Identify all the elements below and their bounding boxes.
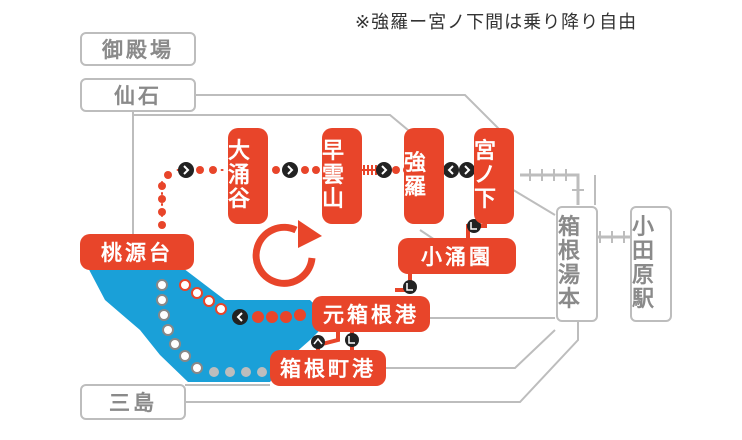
circular-arrow-icon (252, 220, 322, 287)
station-gotemba[interactable]: 御殿場 (80, 32, 196, 66)
ropeway-dots (158, 166, 411, 229)
road-yumoto-mishima (185, 318, 579, 403)
station-sengoku[interactable]: 仙石 (80, 78, 196, 112)
road-hakonemachi-yumoto (385, 329, 556, 369)
station-motohakone[interactable]: 元箱根港 (312, 296, 430, 332)
station-miyanoshita[interactable]: 宮ノ下 (474, 128, 514, 224)
direction-arrow-icon (232, 309, 248, 325)
ropeway-line (161, 169, 231, 239)
station-owakudani[interactable]: 大涌谷 (228, 128, 268, 224)
road-sengoku-gora (133, 114, 421, 141)
station-kowakien[interactable]: 小涌園 (398, 238, 516, 274)
boarding-note: ※強羅ー宮ノ下間は乗り降り自由 (355, 12, 638, 33)
lake-cruise-dots (156, 279, 306, 377)
station-hakonemachi[interactable]: 箱根町港 (270, 350, 386, 386)
gray-road-lines (132, 94, 596, 403)
station-togendai[interactable]: 桃源台 (80, 234, 194, 270)
station-mishima[interactable]: 三島 (80, 384, 186, 420)
road-sengoku-miyanoshita (195, 94, 506, 136)
railway-ties (529, 169, 625, 243)
cable-car-track (362, 165, 378, 175)
station-sounzan[interactable]: 早雲山 (322, 128, 362, 224)
corner-arrow-icon (311, 219, 481, 349)
station-hakoneyumoto[interactable]: 箱根湯本 (556, 206, 598, 322)
lake-ashi (85, 262, 330, 382)
direction-arrow-icon (178, 162, 475, 178)
station-gora[interactable]: 強羅 (404, 128, 444, 224)
station-odawara[interactable]: 小田原駅 (630, 206, 672, 322)
